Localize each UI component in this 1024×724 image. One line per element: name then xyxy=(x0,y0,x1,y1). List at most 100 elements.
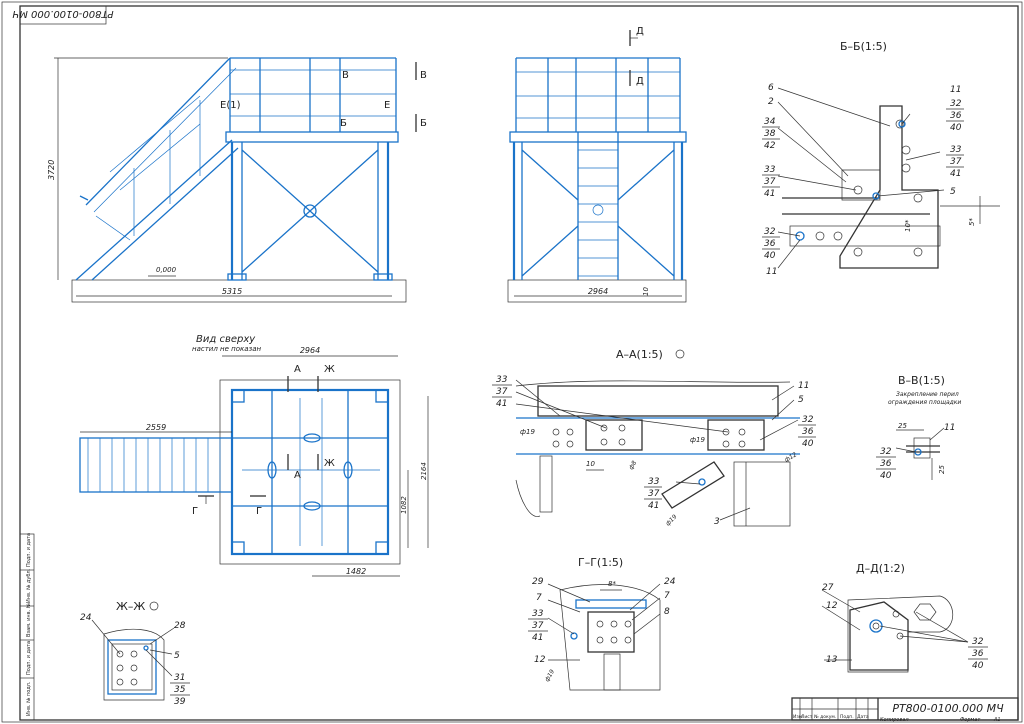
gg-label-12: 12 xyxy=(534,655,546,665)
bb-label-36a: 36 xyxy=(764,239,776,249)
side-width-dim: 2964 xyxy=(588,287,608,296)
aa-phi-4: ф8 xyxy=(628,460,639,471)
gg-label-41: 41 xyxy=(532,633,543,643)
cut-g2: Г xyxy=(256,506,262,517)
cut-a1: А xyxy=(294,364,301,375)
bb-label-40b: 40 xyxy=(950,123,962,133)
bb-label-42: 42 xyxy=(764,141,776,151)
bb-label-6: 6 xyxy=(768,83,774,93)
front-level-mark: 0,000 xyxy=(156,266,177,274)
aa-label-36: 36 xyxy=(802,427,814,437)
side-view: 2964 10 Д Д xyxy=(507,26,687,303)
zhzh-label-31: 31 xyxy=(174,673,185,683)
vv-dim-1: 25 xyxy=(898,422,907,430)
side-stamp-cell-4: Подп. и дата xyxy=(26,533,32,567)
zhzh-label-39: 39 xyxy=(174,697,186,707)
top-dim-stair: 2559 xyxy=(146,423,166,432)
gg-phi: ф19 xyxy=(544,668,557,683)
gg-label-8: 8 xyxy=(664,607,670,617)
section-zhzh-title: Ж–Ж xyxy=(116,600,145,613)
bb-label-33b: 33 xyxy=(950,145,962,155)
zhzh-label-5: 5 xyxy=(174,651,180,661)
aa-phi-3: ф12 xyxy=(784,451,799,464)
aa-phi-1: ф19 xyxy=(520,428,535,436)
aa-label-33b: 33 xyxy=(648,477,660,487)
cut-g1: Г xyxy=(192,506,198,517)
side-ground xyxy=(507,279,687,303)
aa-phi-5: ф19 xyxy=(664,513,678,527)
top-view-subtitle: настил не показан xyxy=(192,345,262,353)
top-dim-top: 2964 xyxy=(300,346,320,355)
vv-subtitle-1: Закрепление перил xyxy=(896,391,959,398)
dd-label-36: 36 xyxy=(972,649,984,659)
dd-label-13: 13 xyxy=(826,655,838,665)
dd-label-12: 12 xyxy=(826,601,838,611)
section-vv: В–В(1:5) Закрепление перил ограждения пл… xyxy=(876,374,961,481)
cut-b2: В xyxy=(420,70,427,81)
top-left-stamp: РТ800-0100.000 МЧ xyxy=(12,5,114,25)
section-dd: Д–Д(1:2) 27 12 13 32 36 40 xyxy=(821,562,988,673)
front-view: 3720 5315 0,000 В В Е(1) Е Б Б xyxy=(47,57,427,303)
section-aa-title: А–А(1:5) xyxy=(616,348,663,361)
aa-label-37a: 37 xyxy=(496,387,508,397)
bb-label-37a: 37 xyxy=(764,177,776,187)
title-col-2: № докум. xyxy=(814,714,836,720)
top-dim-right1: 2164 xyxy=(420,462,428,480)
bb-label-32a: 32 xyxy=(764,227,776,237)
bb-dim-2: 5* xyxy=(968,218,976,226)
gg-label-33: 33 xyxy=(532,609,544,619)
aa-label-40: 40 xyxy=(802,439,814,449)
aa-label-32: 32 xyxy=(802,415,814,425)
copied-label: Копировал xyxy=(880,717,909,723)
aa-phi-2: ф19 xyxy=(690,436,705,444)
side-stamp-cell-3: Инв. № дубл. xyxy=(26,568,32,603)
bb-label-36b: 36 xyxy=(950,111,962,121)
gg-label-7a: 7 xyxy=(536,593,542,603)
aa-label-37b: 37 xyxy=(648,489,660,499)
gg-label-37: 37 xyxy=(532,621,544,631)
dd-label-40: 40 xyxy=(972,661,984,671)
bb-label-34: 34 xyxy=(764,117,776,127)
vv-label-40: 40 xyxy=(880,471,892,481)
vv-label-36: 36 xyxy=(880,459,892,469)
top-view: Вид сверху настил не показан xyxy=(79,334,429,577)
bb-label-33a: 33 xyxy=(764,165,776,175)
front-width-dim: 5315 xyxy=(222,287,242,296)
side-stamp-cell-0: Инв. № подл. xyxy=(26,681,32,716)
cut-b1: В xyxy=(342,70,349,81)
stamp-code-text: РТ800-0100.000 МЧ xyxy=(12,8,113,19)
dd-label-27: 27 xyxy=(822,583,834,593)
gg-label-24: 24 xyxy=(664,577,676,587)
section-gg-title: Г–Г(1:5) xyxy=(578,556,623,569)
side-stamp-cell-1: Подп. и дата xyxy=(26,641,32,675)
title-block: Изм. Лист № докум. Подп. Дата РТ800-0100… xyxy=(791,697,1019,723)
cut-d1: Д xyxy=(636,26,644,37)
title-code-text: РТ800-0100.000 МЧ xyxy=(892,702,1004,715)
section-zhzh: Ж–Ж 24 28 5 31 35 39 xyxy=(80,600,190,707)
format-value: А1 xyxy=(993,717,1001,723)
zhzh-label-24: 24 xyxy=(80,613,92,623)
cut-zh1: Ж xyxy=(324,364,335,375)
bb-label-40a: 40 xyxy=(764,251,776,261)
bb-label-38: 38 xyxy=(764,129,776,139)
side-stamp: Инв. № подл. Подп. и дата Взам. инв. № И… xyxy=(19,533,35,721)
section-bb: Б–Б(1:5) 6 2 34 38 42 xyxy=(762,40,1000,277)
vv-label-11: 11 xyxy=(944,423,955,433)
bb-label-11b: 11 xyxy=(950,85,961,95)
title-col-3: Подп. xyxy=(840,714,854,720)
cut-bb1: Б xyxy=(340,118,347,129)
aa-label-5: 5 xyxy=(798,395,804,405)
vv-subtitle-2: ограждения площадки xyxy=(888,399,961,406)
title-col-1: Лист xyxy=(801,714,813,720)
section-dd-title: Д–Д(1:2) xyxy=(856,562,905,575)
bb-label-37b: 37 xyxy=(950,157,962,167)
vv-dim-2: 25 xyxy=(938,465,946,474)
section-bb-title: Б–Б(1:5) xyxy=(840,40,887,53)
cut-e1: Е(1) xyxy=(220,100,241,111)
cut-a2: А xyxy=(294,470,301,481)
aa-label-3: 3 xyxy=(714,517,720,527)
section-aa: А–А(1:5) 33 37 41 xyxy=(492,348,816,527)
gg-label-7b: 7 xyxy=(664,591,670,601)
zhzh-label-28: 28 xyxy=(174,621,186,631)
